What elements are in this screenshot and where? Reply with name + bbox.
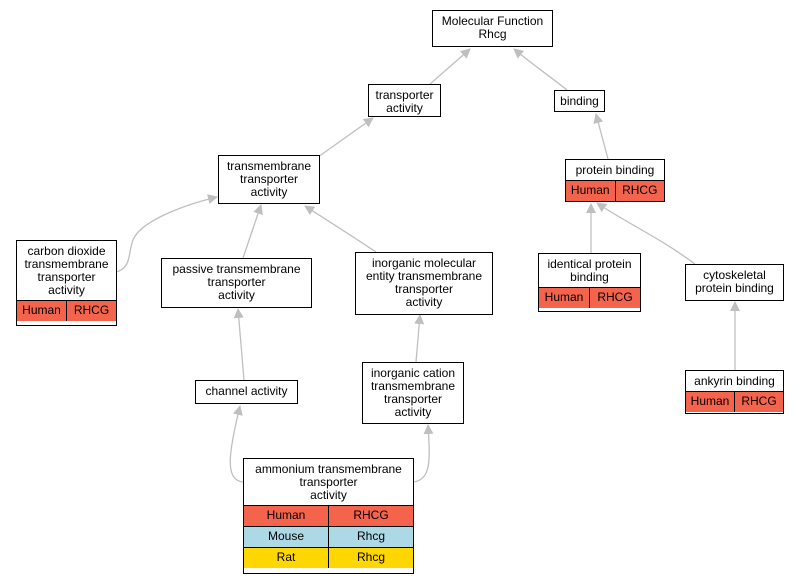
species-label: Human: [570, 183, 610, 197]
edge-cyto-protein: [596, 202, 696, 265]
edge-co2-tm: [115, 194, 218, 273]
node-root[interactable]: Molecular Function Rhcg: [432, 10, 553, 47]
annotation-row: Human RHCG: [539, 287, 640, 308]
species-label: Human: [22, 303, 61, 317]
node-label: cytoskeletal protein binding: [695, 268, 774, 295]
node-label: identical protein binding: [547, 257, 632, 284]
node-label: inorganic molecular entity transmembrane…: [365, 256, 483, 309]
gene-label: RHCG: [614, 181, 665, 201]
node-channel-activity[interactable]: channel activity: [195, 380, 298, 404]
annotation-row: Human RHCG: [566, 180, 664, 201]
species-label: Human: [544, 290, 584, 304]
node-identical-protein-binding[interactable]: identical protein binding Human RHCG: [538, 253, 641, 312]
node-label: channel activity: [205, 384, 288, 398]
species-label: Human: [266, 508, 306, 522]
gene-label: RHCG: [589, 288, 640, 308]
annotation-row: Human RHCG: [17, 300, 116, 321]
node-label: inorganic cation transmembrane transport…: [370, 366, 456, 419]
species-label: Mouse: [267, 529, 305, 543]
node-transporter-activity[interactable]: transporter activity: [368, 84, 441, 117]
node-inorganic-molecular-entity[interactable]: inorganic molecular entity transmembrane…: [355, 252, 493, 315]
gene-label: Rhcg: [328, 527, 413, 547]
node-protein-binding[interactable]: protein binding Human RHCG: [565, 159, 665, 202]
node-cytoskeletal-protein-binding[interactable]: cytoskeletal protein binding: [685, 264, 784, 301]
node-label: transmembrane transporter activity: [226, 159, 312, 199]
edge-transporter-root: [429, 48, 471, 85]
gene-label: Rhcg: [328, 548, 413, 568]
node-label: carbon dioxide transmembrane transporter…: [24, 244, 109, 297]
node-binding[interactable]: binding: [554, 90, 605, 112]
node-label: transporter activity: [375, 88, 434, 115]
node-label: passive transmembrane transporter activi…: [172, 262, 301, 302]
node-carbon-dioxide-transporter[interactable]: carbon dioxide transmembrane transporter…: [16, 240, 117, 326]
annotation-row-mouse: Mouse Rhcg: [244, 526, 413, 547]
node-label: Molecular Function Rhcg: [441, 14, 544, 41]
annotation-row: Human RHCG: [686, 391, 783, 412]
species-label: Rat: [276, 550, 296, 564]
edge-tm-transporter: [317, 117, 374, 158]
edge-ammonium-channel: [229, 405, 244, 483]
node-passive-transmembrane[interactable]: passive transmembrane transporter activi…: [161, 258, 312, 308]
edge-inorgmol-tm: [304, 205, 377, 253]
gene-label: RHCG: [734, 392, 783, 412]
gene-label: RHCG: [328, 506, 413, 526]
gene-label: RHCG: [66, 301, 116, 321]
node-ankyrin-binding[interactable]: ankyrin binding Human RHCG: [685, 370, 784, 414]
edge-ammonium-inorgcation: [412, 424, 434, 483]
node-label: protein binding: [575, 163, 655, 177]
node-label: ankyrin binding: [694, 374, 775, 388]
node-label: binding: [560, 94, 599, 108]
node-label: ammonium transmembrane transporter activ…: [255, 462, 402, 502]
annotation-row-human: Human RHCG: [244, 505, 413, 526]
edge-channel-passive: [233, 308, 245, 381]
node-inorganic-cation-transporter[interactable]: inorganic cation transmembrane transport…: [362, 362, 464, 424]
edge-binding-root: [513, 48, 568, 91]
species-label: Human: [690, 394, 730, 408]
node-ammonium-transporter[interactable]: ammonium transmembrane transporter activ…: [243, 458, 414, 574]
edge-passive-tm: [242, 204, 263, 259]
annotation-row-rat: Rat Rhcg: [244, 547, 413, 568]
edge-protein-binding-binding: [593, 113, 609, 160]
edge-inorgcation-inorgmol: [414, 314, 425, 363]
node-transmembrane-transporter-activity[interactable]: transmembrane transporter activity: [218, 155, 320, 204]
